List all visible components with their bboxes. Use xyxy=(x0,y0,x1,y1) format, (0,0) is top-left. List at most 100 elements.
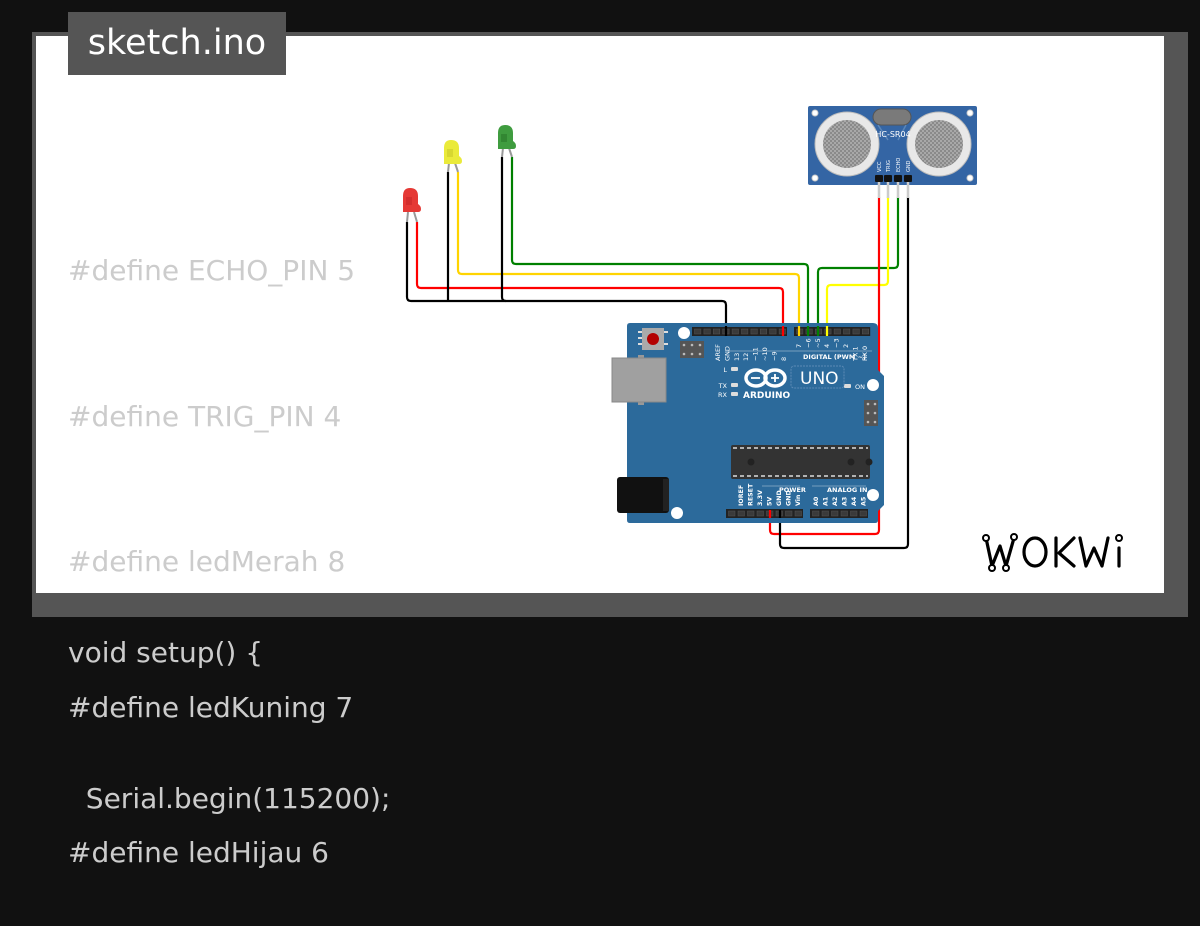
header-pin[interactable] xyxy=(756,510,764,517)
frame-top xyxy=(32,32,1184,36)
header-pin[interactable] xyxy=(737,510,745,517)
wires xyxy=(405,157,910,550)
power-pin-label: GND xyxy=(786,490,793,506)
header-pin[interactable] xyxy=(794,510,802,517)
file-title-tab[interactable]: sketch.ino xyxy=(68,12,286,75)
header-pin[interactable] xyxy=(850,510,858,517)
code-line: #define TRIG_PIN 4 xyxy=(68,399,342,433)
digital-pin-label: ~3 xyxy=(833,338,841,348)
digital-pin-label: ~10 xyxy=(761,347,769,361)
code-line: Serial.begin(115200); xyxy=(68,781,391,815)
digital-pin-label: 7 xyxy=(795,344,803,348)
digital-pin-label: RX 0 xyxy=(861,346,869,361)
wire-echo[interactable] xyxy=(816,197,900,334)
digital-pin-label: ~5 xyxy=(814,338,822,348)
header-pin[interactable] xyxy=(862,328,869,335)
sensor-pin-label: TRIG xyxy=(886,160,892,173)
wire-red-led-gnd[interactable] xyxy=(405,222,728,334)
header-pin[interactable] xyxy=(728,510,736,517)
digital-pin-label: 12 xyxy=(742,353,750,361)
mount-hole xyxy=(671,507,683,519)
mount-hole xyxy=(867,379,879,391)
digital-header-right xyxy=(794,327,871,336)
code-line: #define ledMerah 8 xyxy=(68,545,346,578)
digital-pin-label: AREF xyxy=(714,344,722,361)
led-l-label: L xyxy=(723,366,727,374)
power-pin-label: 5V xyxy=(767,497,774,506)
header-pin[interactable] xyxy=(843,328,851,335)
wire-green-led-gnd[interactable] xyxy=(500,157,507,303)
header-pin[interactable] xyxy=(831,510,839,517)
header-pin[interactable] xyxy=(731,328,739,335)
digital-label: DIGITAL (PWM ~) xyxy=(803,353,866,361)
header-pin[interactable] xyxy=(694,328,702,335)
board-model-label: UNO xyxy=(800,369,839,389)
microcontroller-chip xyxy=(731,445,873,479)
led-red[interactable] xyxy=(403,188,421,223)
header-pin[interactable] xyxy=(833,328,841,335)
ultrasonic-sensor[interactable]: HC-SR04 VCC TRIG ECHO GND xyxy=(808,106,977,198)
header-pin[interactable] xyxy=(785,510,793,517)
power-header xyxy=(726,509,803,518)
header-pin[interactable] xyxy=(713,328,720,335)
wire-trig[interactable] xyxy=(825,197,890,334)
header-pin[interactable] xyxy=(852,328,860,335)
digital-pin-label: TX 1 xyxy=(851,346,859,362)
digital-pin-label: GND xyxy=(723,346,731,361)
wire-vcc[interactable] xyxy=(768,197,881,536)
digital-pin-label: ~11 xyxy=(752,347,760,361)
header-pin[interactable] xyxy=(859,510,867,517)
header-pin[interactable] xyxy=(747,510,755,517)
frame-left xyxy=(32,32,36,613)
led-rx-label: RX xyxy=(718,391,728,399)
wire-green-led[interactable] xyxy=(510,157,810,334)
wokwi-logo xyxy=(982,533,1123,572)
analog-label: ANALOG IN xyxy=(827,486,867,494)
sensor-pin-label: ECHO xyxy=(896,158,902,172)
led-green[interactable] xyxy=(498,125,516,158)
analog-pin-label: A3 xyxy=(842,497,849,506)
wire-yellow-led[interactable] xyxy=(456,172,801,334)
digital-pin-label: ~9 xyxy=(770,351,778,361)
led-yellow[interactable] xyxy=(444,140,462,173)
power-pin-label: Vin xyxy=(795,495,802,506)
digital-pin-label: 8 xyxy=(780,357,788,361)
led-tx-label: TX xyxy=(718,382,728,390)
header-pin[interactable] xyxy=(703,328,711,335)
frame-right xyxy=(1164,32,1184,613)
analog-pin-label: A4 xyxy=(851,496,858,506)
frame-bottom xyxy=(32,593,1184,613)
power-pin-label: 3.3V xyxy=(757,490,764,506)
header-pin[interactable] xyxy=(840,510,848,517)
digital-pin-label: 2 xyxy=(842,344,850,348)
usb-port xyxy=(611,355,667,405)
power-label: POWER xyxy=(779,486,806,494)
sensor-pin-label: GND xyxy=(906,160,912,172)
analog-pin-label: A0 xyxy=(813,496,820,506)
header-pin[interactable] xyxy=(805,328,813,335)
wire-red-led[interactable] xyxy=(415,222,785,334)
digital-pin-label: ~6 xyxy=(804,338,812,348)
circuit-diagram: HC-SR04 VCC TRIG ECHO GND xyxy=(403,106,977,550)
header-pin[interactable] xyxy=(750,328,758,335)
reset-button[interactable] xyxy=(638,328,668,350)
header-pin[interactable] xyxy=(769,328,777,335)
header-pin[interactable] xyxy=(812,510,820,517)
power-jack xyxy=(617,477,669,513)
code-line: void setup() { xyxy=(68,636,264,669)
analog-header xyxy=(810,509,868,518)
mount-hole xyxy=(867,489,879,501)
analog-pin-label: A5 xyxy=(861,497,868,506)
digital-pin-label: 4 xyxy=(823,344,831,348)
arduino-logo-icon xyxy=(744,368,787,388)
sensor-pin-label: VCC xyxy=(877,161,883,172)
mount-hole xyxy=(678,327,690,339)
header-pin[interactable] xyxy=(821,510,829,517)
header-pin[interactable] xyxy=(741,328,749,335)
header-pin[interactable] xyxy=(760,328,767,335)
power-pin-label: IOREF xyxy=(738,485,745,506)
wire-gnd[interactable] xyxy=(778,197,910,550)
digital-pin-label: 13 xyxy=(733,353,741,361)
led-on-label: ON xyxy=(855,383,865,391)
